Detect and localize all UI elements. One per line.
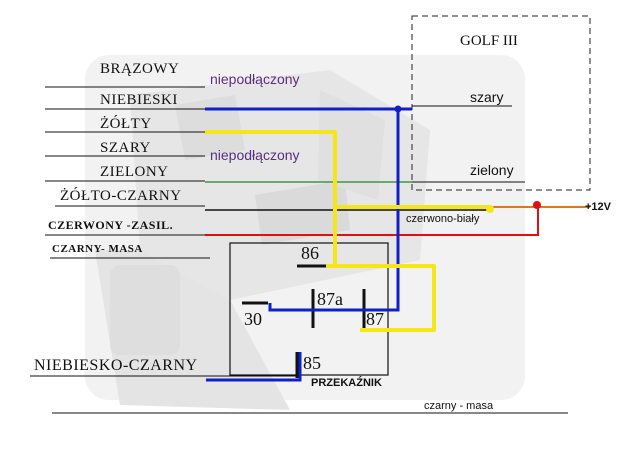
- relay-pin-87a: 87a: [317, 289, 343, 309]
- blue-junction-dot: [394, 105, 402, 113]
- relay-pin-85: 85: [303, 353, 321, 373]
- label-zielony: ZIELONY: [100, 164, 169, 180]
- relay-pin-86: 86: [301, 243, 319, 263]
- note-not-connected-2: niepodłączony: [210, 147, 300, 163]
- wire-blue: [205, 107, 412, 382]
- label-zolty: ŻÓŁTY: [100, 116, 152, 132]
- note-not-connected-1: niepodłączony: [210, 71, 300, 87]
- golf-wire-green: zielony: [470, 162, 514, 178]
- yellow-junction-dot: [486, 205, 494, 213]
- note-red-white: czerwono-biały: [406, 213, 480, 225]
- golf-wire-gray: szary: [470, 89, 504, 105]
- label-szary: SZARY: [100, 140, 151, 156]
- label-brazowy: BRĄZOWY: [100, 61, 180, 77]
- golf-title: GOLF III: [460, 33, 518, 49]
- red-junction-dot: [533, 201, 541, 209]
- relay-label: PRZEKAŹNIK: [311, 377, 382, 389]
- label-niebieski: NIEBIESKI: [100, 92, 178, 108]
- note-ground: czarny - masa: [424, 400, 494, 412]
- label-czerwony: CZERWONY -ZASIL.: [48, 218, 174, 232]
- note-plus12v: +12V: [585, 201, 611, 213]
- golf-dashed-box: [411, 15, 591, 191]
- label-underlines: [30, 86, 568, 414]
- label-czarny-masa: CZARNY- MASA: [52, 243, 143, 255]
- label-zolto-czarny: ŻÓŁTO-CZARNY: [60, 188, 182, 204]
- relay-pin-30: 30: [244, 309, 262, 329]
- label-niebiesko-czarny: NIEBIESKO-CZARNY: [34, 357, 198, 374]
- relay-pin-87: 87: [366, 309, 384, 329]
- wire-red-supply: [205, 205, 539, 236]
